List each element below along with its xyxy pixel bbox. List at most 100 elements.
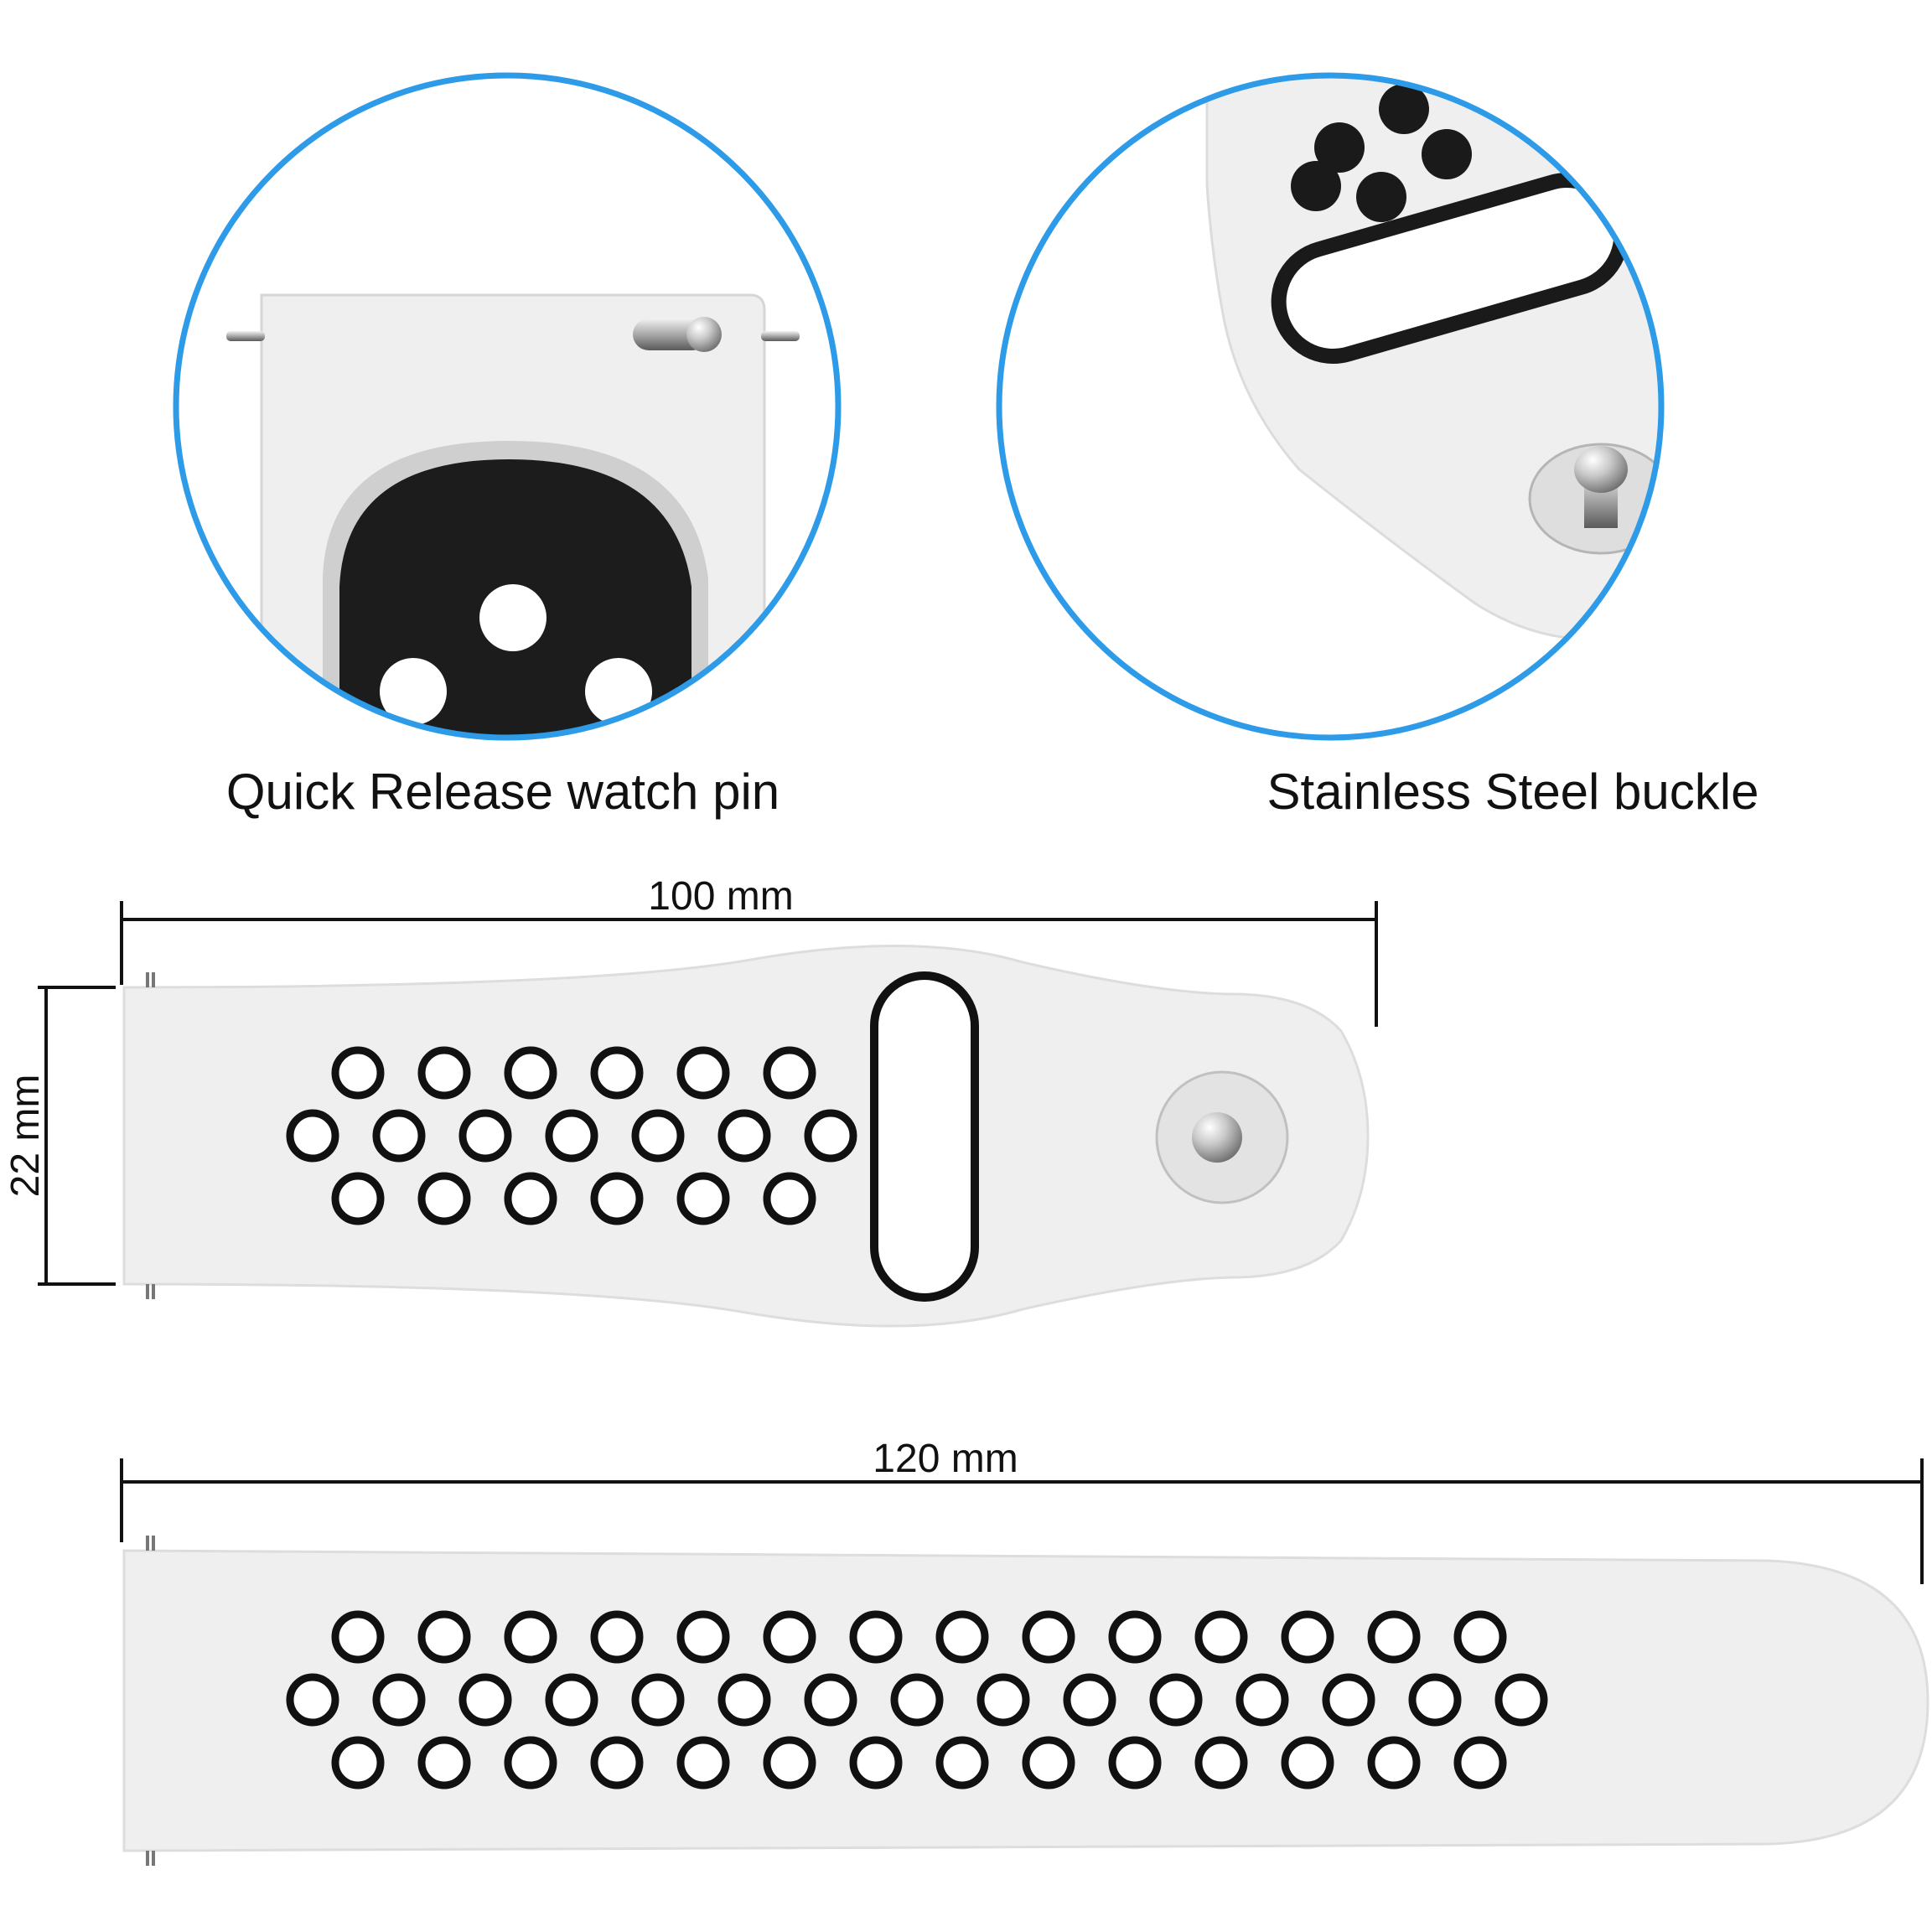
vent-hole-grid: [286, 1610, 1548, 1790]
vent-hole: [372, 1673, 426, 1727]
vent-hole: [545, 1109, 598, 1163]
closeup-ring: [996, 72, 1665, 741]
vent-hole: [1367, 1736, 1421, 1790]
vent-hole: [1281, 1736, 1334, 1790]
vent-hole: [458, 1673, 512, 1727]
long-strap-length-label: 120 mm: [873, 1437, 1018, 1481]
vent-hole: [590, 1610, 644, 1664]
vent-hole: [717, 1673, 771, 1727]
vent-hole: [504, 1172, 557, 1225]
spring-bar-tip: [152, 972, 155, 987]
vent-hole: [1281, 1610, 1334, 1664]
vent-hole: [676, 1610, 730, 1664]
vent-hole: [1422, 129, 1472, 179]
buckle-pin-head: [1192, 1112, 1242, 1163]
spring-bar-tip: [146, 1284, 149, 1299]
vent-hole: [676, 1172, 730, 1225]
short-strap-length-label: 100 mm: [648, 874, 793, 919]
vent-hole: [1022, 1610, 1075, 1664]
vent-hole: [331, 1172, 385, 1225]
vent-hole: [631, 1109, 685, 1163]
vent-hole: [1314, 122, 1365, 173]
vent-hole: [1235, 1673, 1289, 1727]
vent-hole: [1291, 161, 1341, 211]
strap-width-dimension: 22 mm: [3, 986, 116, 1286]
strap-width-label: 22 mm: [3, 1075, 48, 1198]
vent-hole: [1379, 84, 1429, 134]
vent-hole: [763, 1610, 816, 1664]
vent-hole: [935, 1610, 989, 1664]
vent-hole: [1367, 1610, 1421, 1664]
keeper-slot: [870, 971, 979, 1302]
vent-hole: [1322, 1673, 1375, 1727]
vent-hole: [804, 1109, 857, 1163]
spring-bar-tip: [152, 1284, 155, 1299]
vent-hole: [631, 1673, 685, 1727]
vent-hole: [1408, 1673, 1462, 1727]
vent-hole: [1063, 1673, 1116, 1727]
vent-hole: [590, 1172, 644, 1225]
vent-hole: [479, 584, 546, 651]
vent-hole: [1022, 1736, 1075, 1790]
vent-hole: [504, 1046, 557, 1100]
vent-hole: [331, 1736, 385, 1790]
vent-hole: [763, 1172, 816, 1225]
spring-bar-tip-left: [226, 331, 265, 341]
vent-hole: [417, 1610, 471, 1664]
vent-hole: [372, 1109, 426, 1163]
vent-hole-grid: [286, 1046, 857, 1225]
vent-hole: [458, 1109, 512, 1163]
vent-hole: [849, 1610, 903, 1664]
long-strap-dimension: 120 mm: [120, 1437, 1924, 1584]
vent-hole: [590, 1046, 644, 1100]
vent-hole: [417, 1172, 471, 1225]
spring-bar-tip: [146, 1536, 149, 1551]
vent-hole: [976, 1673, 1030, 1727]
vent-hole: [331, 1046, 385, 1100]
vent-hole: [804, 1673, 857, 1727]
vent-hole: [331, 1610, 385, 1664]
vent-hole: [1356, 172, 1406, 222]
vent-hole: [763, 1736, 816, 1790]
closeup-ring: [173, 72, 842, 741]
vent-hole: [504, 1610, 557, 1664]
vent-hole: [1149, 1673, 1203, 1727]
long-strap: [122, 1536, 1929, 1866]
spring-bar-tip-right: [761, 331, 800, 341]
spring-bar-tip: [146, 972, 149, 987]
vent-hole: [849, 1736, 903, 1790]
vent-hole: [717, 1109, 771, 1163]
spring-bar-tip: [146, 1851, 149, 1866]
spring-bar-tip: [152, 1851, 155, 1866]
steel-buckle-closeup: Stainless Steel buckle: [996, 72, 1759, 820]
vent-hole: [676, 1046, 730, 1100]
vent-hole: [417, 1736, 471, 1790]
vent-hole: [1494, 1673, 1548, 1727]
vent-hole: [1194, 1610, 1248, 1664]
vent-hole: [286, 1673, 339, 1727]
buckle-pin-head: [1574, 446, 1628, 493]
vent-hole: [1194, 1736, 1248, 1790]
vent-hole: [545, 1673, 598, 1727]
vent-hole: [286, 1109, 339, 1163]
vent-hole: [1453, 1610, 1507, 1664]
vent-hole: [1108, 1736, 1162, 1790]
vent-hole: [504, 1736, 557, 1790]
vent-hole: [585, 658, 652, 725]
vent-hole: [417, 1046, 471, 1100]
vent-hole: [380, 658, 447, 725]
callout-label-buckle: Stainless Steel buckle: [1267, 764, 1759, 820]
vent-hole: [763, 1046, 816, 1100]
spring-bar-tip: [152, 1536, 155, 1551]
vent-hole: [590, 1736, 644, 1790]
vent-hole: [676, 1736, 730, 1790]
short-strap-dimension: 100 mm: [120, 874, 1378, 1027]
callout-label-pin: Quick Release watch pin: [226, 764, 780, 820]
vent-hole: [1453, 1736, 1507, 1790]
vent-hole: [935, 1736, 989, 1790]
vent-hole: [1108, 1610, 1162, 1664]
quick-release-knob: [686, 317, 722, 352]
short-strap: [122, 944, 1370, 1328]
vent-hole: [890, 1673, 944, 1727]
